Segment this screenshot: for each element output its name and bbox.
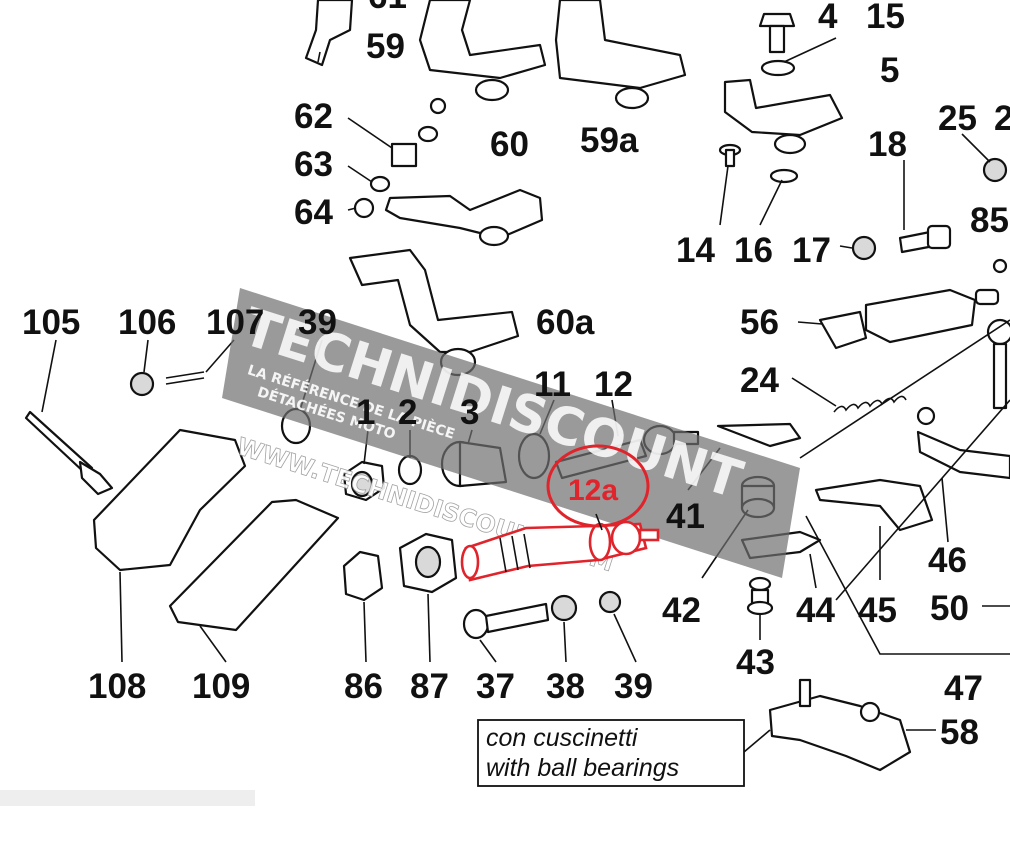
note-box bbox=[477, 719, 745, 787]
part-16 bbox=[769, 168, 799, 184]
label-1: 1 bbox=[356, 393, 375, 432]
part-37 bbox=[462, 602, 550, 640]
part-106 bbox=[129, 371, 155, 397]
note-line-italian: con cuscinetti bbox=[486, 724, 639, 752]
part-62 bbox=[390, 97, 447, 168]
label-50: 50 bbox=[930, 589, 969, 628]
label-2-top: 2 bbox=[994, 99, 1010, 138]
label-25: 25 bbox=[938, 99, 977, 138]
label-56: 56 bbox=[740, 303, 779, 342]
leader-47 bbox=[805, 515, 1010, 655]
part-1 bbox=[342, 460, 386, 502]
part-41 bbox=[716, 422, 802, 448]
label-3: 3 bbox=[460, 393, 479, 432]
label-60: 60 bbox=[490, 125, 529, 164]
label-17: 17 bbox=[792, 231, 831, 270]
part-39b bbox=[598, 590, 622, 614]
part-labels: 61 59 59a 4 15 5 62 63 64 60 60a 25 2 18… bbox=[22, 0, 1010, 752]
label-58: 58 bbox=[940, 713, 979, 752]
label-107: 107 bbox=[206, 303, 264, 342]
part-87 bbox=[398, 532, 458, 594]
part-14 bbox=[718, 143, 742, 168]
label-41: 41 bbox=[666, 497, 705, 536]
image-edge-strip bbox=[0, 790, 255, 806]
label-14: 14 bbox=[676, 231, 715, 270]
part-85 bbox=[992, 258, 1008, 274]
label-5: 5 bbox=[880, 51, 899, 90]
leader-frame bbox=[835, 399, 1010, 601]
part-43 bbox=[746, 576, 774, 616]
label-45: 45 bbox=[858, 591, 897, 630]
label-47: 47 bbox=[944, 669, 983, 708]
part-56 bbox=[818, 288, 1000, 350]
label-16: 16 bbox=[734, 231, 773, 270]
part-45 bbox=[814, 478, 934, 532]
part-38 bbox=[550, 594, 578, 622]
label-59: 59 bbox=[366, 27, 405, 66]
label-4: 4 bbox=[818, 0, 838, 36]
part-18 bbox=[898, 224, 952, 254]
label-39-top: 39 bbox=[298, 303, 337, 342]
part-24 bbox=[833, 395, 907, 413]
label-12: 12 bbox=[594, 365, 633, 404]
part-15 bbox=[760, 59, 796, 77]
label-12a: 12a bbox=[568, 474, 618, 507]
bearing-note: con cuscinetti with ball bearings bbox=[477, 719, 771, 787]
label-11: 11 bbox=[534, 365, 571, 404]
part-17 bbox=[851, 235, 877, 261]
leader-frame-2 bbox=[799, 319, 1010, 459]
part-61 bbox=[304, 0, 354, 67]
label-38: 38 bbox=[546, 667, 585, 706]
label-18: 18 bbox=[868, 125, 907, 164]
part-59a bbox=[554, 0, 687, 110]
label-106: 106 bbox=[118, 303, 176, 342]
label-44: 44 bbox=[796, 591, 835, 630]
label-109: 109 bbox=[192, 667, 250, 706]
highlighted-part-12a bbox=[460, 444, 660, 582]
part-side-screw bbox=[986, 318, 1010, 410]
part-46 bbox=[916, 406, 1010, 480]
label-39-bottom: 39 bbox=[614, 667, 653, 706]
label-2: 2 bbox=[398, 393, 417, 432]
part-58 bbox=[768, 678, 912, 772]
label-24: 24 bbox=[740, 361, 779, 400]
label-108: 108 bbox=[88, 667, 146, 706]
highlight-ring bbox=[546, 444, 650, 528]
label-85: 85 bbox=[970, 201, 1009, 240]
label-59a: 59a bbox=[580, 121, 639, 160]
label-61: 61 bbox=[368, 0, 407, 16]
label-46: 46 bbox=[928, 541, 967, 580]
label-42: 42 bbox=[662, 591, 701, 630]
part-59 bbox=[418, 0, 547, 102]
part-63 bbox=[369, 175, 391, 193]
label-105: 105 bbox=[22, 303, 80, 342]
label-15: 15 bbox=[866, 0, 905, 36]
label-87: 87 bbox=[410, 667, 449, 706]
part-86 bbox=[342, 550, 384, 602]
part-60 bbox=[384, 188, 544, 247]
label-43: 43 bbox=[736, 643, 775, 682]
part-4 bbox=[758, 12, 796, 54]
note-line-english: with ball bearings bbox=[486, 754, 679, 782]
part-105 bbox=[24, 410, 114, 496]
part-25 bbox=[982, 157, 1008, 183]
part-107 bbox=[165, 371, 205, 385]
label-63: 63 bbox=[294, 145, 333, 184]
watermark-band bbox=[222, 288, 800, 578]
label-37: 37 bbox=[476, 667, 515, 706]
label-62: 62 bbox=[294, 97, 333, 136]
label-86: 86 bbox=[344, 667, 383, 706]
part-64 bbox=[353, 197, 375, 219]
part-5 bbox=[723, 78, 844, 155]
part-108 bbox=[92, 428, 247, 572]
label-60a: 60a bbox=[536, 303, 595, 342]
part-109 bbox=[168, 498, 340, 632]
label-64: 64 bbox=[294, 193, 333, 232]
